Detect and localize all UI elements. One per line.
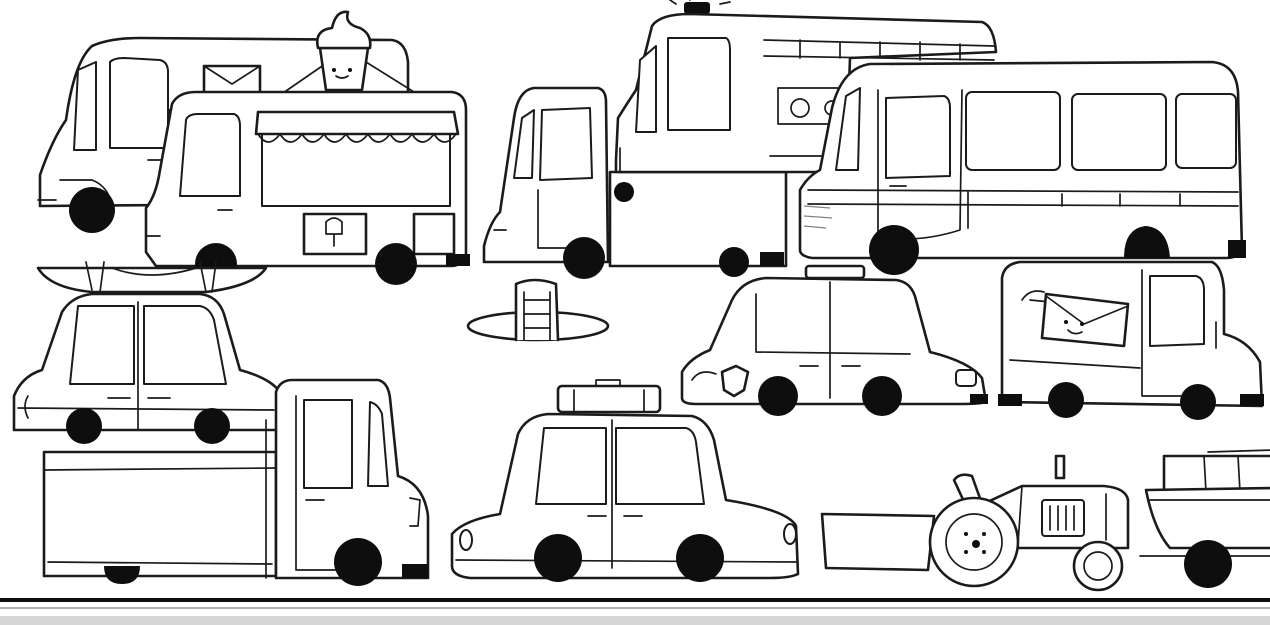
school-bus xyxy=(38,38,408,233)
road-line xyxy=(0,598,1270,625)
fire-truck xyxy=(614,0,996,202)
manhole-with-ladder xyxy=(468,280,608,340)
box-truck xyxy=(44,380,428,586)
car-with-roof-kayak xyxy=(14,262,282,444)
tractor xyxy=(822,456,1128,590)
taxi-with-roof-luggage xyxy=(452,380,798,582)
city-bus xyxy=(800,62,1246,275)
mail-van xyxy=(998,262,1264,420)
boat-trailer xyxy=(1140,450,1270,588)
police-car xyxy=(682,266,988,416)
ice-cream-truck xyxy=(146,12,470,285)
